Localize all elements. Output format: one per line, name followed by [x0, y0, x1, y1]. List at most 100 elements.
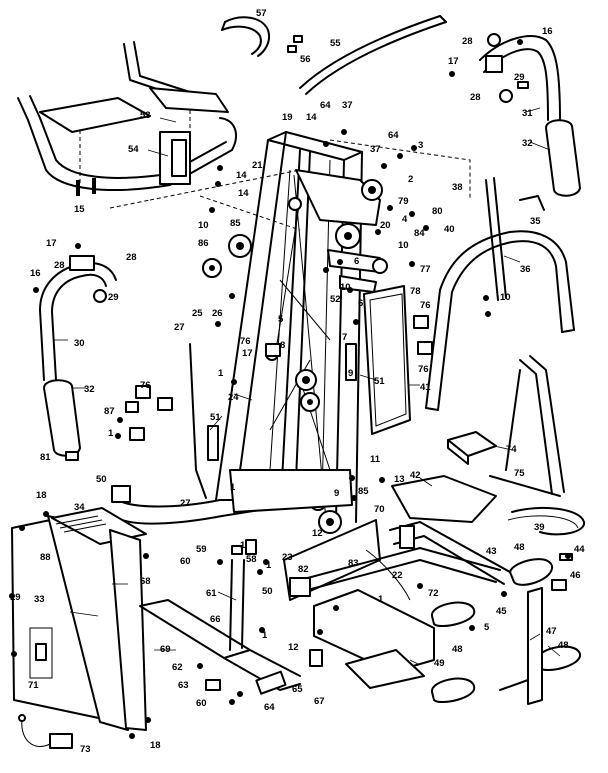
part-label-34: 34 — [74, 502, 85, 513]
part-label-55: 55 — [330, 38, 341, 49]
part-label-28-4: 28 — [54, 260, 65, 271]
part-label-28: 28 — [462, 36, 473, 47]
rail-43 — [389, 521, 511, 585]
part-label-44: 44 — [574, 544, 585, 555]
part-label-69: 69 — [160, 644, 171, 655]
part-label-33: 33 — [34, 594, 45, 605]
part-label-1-3: 1 — [240, 540, 246, 551]
part-label-77: 77 — [420, 264, 431, 275]
part-label-58: 58 — [246, 554, 257, 565]
brackets-76-left — [135, 343, 281, 411]
part-label-83: 83 — [348, 558, 359, 569]
part-label-66: 66 — [210, 614, 221, 625]
adapter-73 — [18, 714, 73, 749]
bracket-51-left — [207, 425, 219, 461]
part-label-14-3: 14 — [238, 188, 249, 199]
part-label-78: 78 — [410, 286, 421, 297]
part-label-71: 71 — [28, 680, 39, 691]
pulleys-9 — [265, 347, 342, 534]
part-label-1-7: 1 — [108, 428, 114, 439]
part-label-19: 19 — [282, 112, 293, 123]
screw-dots — [9, 39, 571, 739]
part-label-74: 74 — [506, 444, 517, 455]
bushing-67 — [309, 649, 323, 667]
part-label-64-3: 64 — [264, 702, 275, 713]
part-label-65: 65 — [292, 684, 303, 695]
part-label-2: 2 — [408, 174, 413, 185]
handle-30 — [39, 255, 117, 381]
part-label-64: 64 — [320, 100, 331, 111]
part-label-20: 20 — [380, 220, 391, 231]
arm-frame-36 — [425, 230, 575, 411]
part-label-25: 25 — [192, 308, 203, 319]
part-label-10: 10 — [198, 220, 209, 231]
part-label-1-6: 1 — [262, 630, 268, 641]
part-label-21: 21 — [252, 160, 263, 171]
part-label-75: 75 — [514, 468, 525, 479]
part-label-1-4: 1 — [266, 560, 272, 571]
part-label-51: 51 — [374, 376, 385, 387]
rod-27 — [189, 343, 197, 471]
part-label-22: 22 — [392, 570, 403, 581]
bolts-56 — [287, 35, 303, 53]
part-label-82: 82 — [298, 564, 309, 575]
part-label-7: 7 — [342, 332, 347, 343]
chain-57 — [221, 16, 270, 57]
part-label-47: 47 — [546, 626, 557, 637]
part-label-16-2: 16 — [30, 268, 41, 279]
part-label-8: 8 — [280, 340, 285, 351]
bracket-51-right — [345, 343, 357, 381]
part-label-29: 29 — [514, 72, 525, 83]
part-label-17-3: 17 — [242, 348, 253, 359]
part-label-86: 86 — [198, 238, 209, 249]
post-47 — [499, 587, 543, 705]
part-label-1-2: 1 — [230, 482, 236, 493]
part-label-32-2: 32 — [84, 384, 95, 395]
part-label-61: 61 — [206, 588, 217, 599]
part-label-72: 72 — [428, 588, 439, 599]
part-label-59: 59 — [196, 544, 207, 555]
end-cap-81 — [65, 451, 79, 461]
part-label-49: 49 — [434, 658, 445, 669]
bolts-15 — [76, 178, 96, 196]
part-label-14: 14 — [306, 112, 317, 123]
part-label-17-2: 17 — [46, 238, 57, 249]
part-label-28-3: 28 — [126, 252, 137, 263]
part-label-27-2: 27 — [180, 498, 191, 509]
part-label-54: 54 — [128, 144, 139, 155]
part-label-51-2: 51 — [210, 412, 221, 423]
part-label-53: 53 — [140, 110, 151, 121]
part-label-85-2: 85 — [358, 486, 369, 497]
part-label-35: 35 — [530, 216, 541, 227]
part-label-50-2: 50 — [262, 586, 273, 597]
part-label-37-2: 37 — [370, 144, 381, 155]
part-label-76: 76 — [420, 300, 431, 311]
part-label-68: 68 — [140, 576, 151, 587]
part-label-85: 85 — [230, 218, 241, 229]
part-label-11: 11 — [370, 454, 381, 465]
arm-61 — [229, 559, 245, 651]
part-label-32: 32 — [522, 138, 533, 149]
part-label-36: 36 — [520, 264, 531, 275]
part-label-13: 13 — [394, 474, 405, 485]
part-label-1: 1 — [218, 368, 224, 379]
part-label-56: 56 — [300, 54, 311, 65]
part-label-27: 27 — [174, 322, 185, 333]
part-label-29-2: 29 — [108, 292, 119, 303]
plate-74 — [447, 431, 497, 465]
part-label-76-3: 76 — [418, 364, 429, 375]
part-label-18-2: 18 — [150, 740, 161, 751]
part-label-76-2: 76 — [240, 336, 251, 347]
part-label-14-2: 14 — [236, 170, 247, 181]
part-label-5-2: 5 — [484, 622, 490, 633]
part-label-6-2: 6 — [358, 298, 363, 309]
grip-32-left — [43, 379, 81, 457]
callout-labels: 1111111234556678991010101011121213141414… — [10, 8, 585, 755]
part-label-48-3: 48 — [558, 640, 569, 651]
part-label-50: 50 — [96, 474, 107, 485]
part-label-12-2: 12 — [288, 642, 299, 653]
seat-42 — [391, 475, 497, 523]
spring-65 — [255, 670, 287, 695]
part-label-62: 62 — [172, 662, 183, 673]
